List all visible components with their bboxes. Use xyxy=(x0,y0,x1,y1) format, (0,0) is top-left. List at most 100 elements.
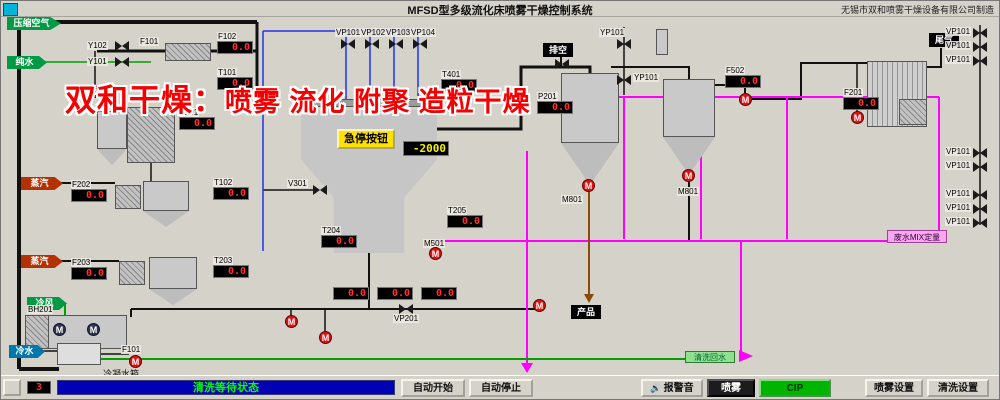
valve-icon[interactable] xyxy=(973,148,987,158)
motor-icon[interactable]: M xyxy=(582,179,595,192)
steam-heater-1 xyxy=(115,185,141,209)
auto-stop-button[interactable]: 自动停止 xyxy=(469,379,533,397)
button-label: 报警音 xyxy=(663,382,694,394)
feed-arrow: 冷水 xyxy=(9,345,45,358)
valve-icon[interactable] xyxy=(399,304,413,314)
equipment-tag: YP101 xyxy=(633,73,660,82)
motor-icon[interactable]: M xyxy=(129,355,142,368)
valve-icon[interactable] xyxy=(389,39,403,49)
valve-icon[interactable] xyxy=(973,190,987,200)
instrument-value: 0.0 xyxy=(179,117,215,130)
motor-icon[interactable]: M xyxy=(851,111,864,124)
instrument-value: 0.0 xyxy=(213,265,249,278)
motor-icon[interactable]: M xyxy=(319,331,332,344)
bag-filter xyxy=(127,107,175,163)
valve-icon[interactable] xyxy=(973,42,987,52)
valve-icon[interactable] xyxy=(413,39,427,49)
cyclone-low-left-cone xyxy=(149,289,197,305)
instrument-value: 0.0 xyxy=(447,215,483,228)
motor-icon[interactable]: M xyxy=(682,169,695,182)
instrument-tag: F201 xyxy=(843,88,864,97)
equipment-tag: VP104 xyxy=(410,28,437,37)
motor-icon[interactable]: M xyxy=(53,323,66,336)
cyclone-low-left-body xyxy=(149,257,197,289)
valve-tag: VP101 xyxy=(945,203,972,212)
valve-icon[interactable] xyxy=(365,39,379,49)
equipment-tag: V301 xyxy=(287,179,308,188)
button-label: 喷雾 xyxy=(721,382,741,394)
conveyor-inlet xyxy=(25,315,49,349)
valve-icon[interactable] xyxy=(555,59,569,69)
equipment-tag: M501 xyxy=(423,239,446,248)
valve-icon[interactable] xyxy=(115,57,129,67)
valve-icon[interactable] xyxy=(973,218,987,228)
air-heater xyxy=(165,43,211,61)
cyclone-mid-left-body xyxy=(143,181,189,211)
instrument-value: 0.0 xyxy=(321,235,357,248)
equipment-tag: VP101 xyxy=(335,28,362,37)
clean-settings-button[interactable]: 清洗设置 xyxy=(927,379,989,397)
button-label: CIP xyxy=(786,382,804,394)
valve-icon[interactable] xyxy=(973,204,987,214)
condensate-tank-label: 冷凝水箱 xyxy=(103,369,140,379)
title-bar: MFSD型多级流化床喷雾干燥控制系统 无锡市双和喷雾干燥设备有限公司制造 xyxy=(1,1,999,17)
spray-button[interactable]: 喷雾 xyxy=(707,379,755,397)
equipment-tag: Y101 xyxy=(87,57,108,66)
motor-icon[interactable]: M xyxy=(739,93,752,106)
cip-button[interactable]: CIP xyxy=(759,379,831,397)
valve-icon[interactable] xyxy=(115,41,129,51)
speaker-icon: 🔊 xyxy=(650,382,662,393)
instrument: 0.0 xyxy=(333,287,369,300)
spray-settings-button[interactable]: 喷雾设置 xyxy=(865,379,923,397)
motor-icon[interactable]: M xyxy=(429,247,442,260)
motor-icon[interactable]: M xyxy=(87,323,100,336)
emergency-stop-button[interactable]: 急停按钮 xyxy=(337,129,395,149)
valve-icon[interactable] xyxy=(617,39,631,49)
auto-start-button[interactable]: 自动开始 xyxy=(401,379,465,397)
motor-icon[interactable]: M xyxy=(285,315,298,328)
instrument-value: 0.0 xyxy=(213,187,249,200)
manufacturer-label: 无锡市双和喷雾干燥设备有限公司制造 xyxy=(840,5,994,15)
instrument-tag: T102 xyxy=(213,178,234,187)
alarm-mute-button[interactable]: 🔊报警音 xyxy=(641,379,703,397)
feed-arrow: 压缩空气 xyxy=(7,17,61,30)
instrument-value: 0.0 xyxy=(441,79,477,92)
equipment-tag: VP103 xyxy=(385,28,412,37)
valve-tag: VP101 xyxy=(945,55,972,64)
equipment-tag: F101 xyxy=(121,345,142,354)
feed-arrow: 蒸汽 xyxy=(21,255,63,268)
instrument-tag: P201 xyxy=(537,92,558,101)
instrument-tag: F203 xyxy=(71,258,92,267)
instrument-tag: T205 xyxy=(447,206,468,215)
motor-icon[interactable]: M xyxy=(89,85,102,98)
instrument-value: 0.0 xyxy=(421,287,457,300)
equipment-tag: VP201 xyxy=(393,314,420,323)
system-button[interactable] xyxy=(3,379,21,396)
valve-icon[interactable] xyxy=(973,56,987,66)
equipment-tag: Y102 xyxy=(87,41,108,50)
valve-icon[interactable] xyxy=(341,39,355,49)
instrument-value: 0.0 xyxy=(71,267,107,280)
valve-icon[interactable] xyxy=(973,162,987,172)
valve-icon[interactable] xyxy=(313,185,327,195)
instrument-value: -2000 xyxy=(403,141,449,156)
instrument: -2000 xyxy=(403,141,449,156)
valve-icon[interactable] xyxy=(617,75,631,85)
instrument-tag: T401 xyxy=(441,70,462,79)
dryer-top-lid xyxy=(303,99,435,107)
motor-icon[interactable]: M xyxy=(533,299,546,312)
valve-icon[interactable] xyxy=(973,28,987,38)
equipment-tag: M801 xyxy=(561,195,584,204)
valve-tag: VP101 xyxy=(945,147,972,156)
button-label: 清洗设置 xyxy=(938,382,978,394)
instrument-tag: T201 xyxy=(179,108,200,117)
